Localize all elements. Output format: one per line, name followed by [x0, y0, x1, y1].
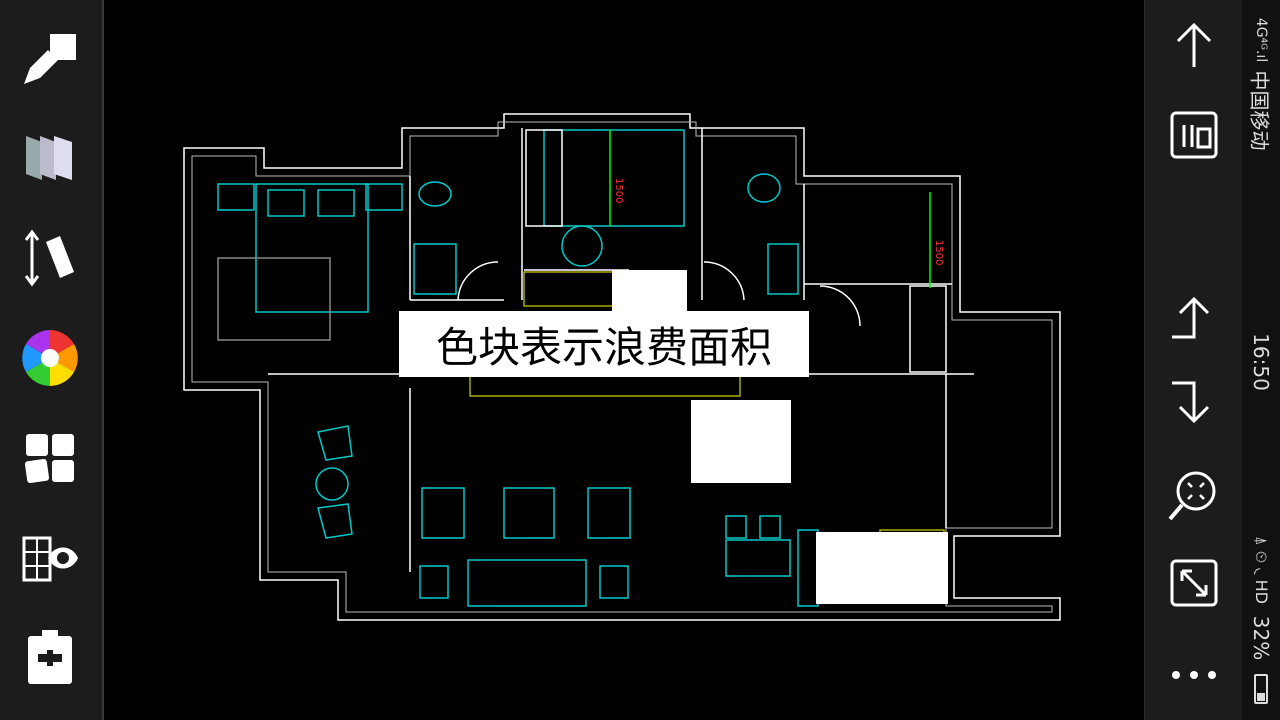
- clock: 16:50: [1249, 333, 1273, 391]
- dimension-text-2: 1500: [933, 240, 944, 265]
- toolbox-icon[interactable]: [18, 626, 82, 690]
- blocks-icon[interactable]: [18, 426, 82, 490]
- status-bar: 4G⁴ᴳ.ıl 中国移动 16:50 ⍋ ⏲ ◟ HD 32%: [1242, 0, 1280, 720]
- draw-tool-icon[interactable]: [18, 26, 82, 90]
- waste-area-label: 色块表示浪费面积: [399, 311, 809, 377]
- grid-view-icon[interactable]: [18, 526, 82, 590]
- layout-panel-icon[interactable]: [1163, 104, 1225, 166]
- more-icon[interactable]: [1163, 644, 1225, 706]
- undo-icon[interactable]: [1163, 286, 1225, 348]
- battery-icon: [1254, 674, 1268, 704]
- color-wheel-icon[interactable]: [18, 326, 82, 390]
- waste-area-block-3: [816, 532, 948, 604]
- battery-percent: 32%: [1249, 615, 1273, 661]
- zoom-extents-icon[interactable]: [1163, 464, 1225, 526]
- left-toolbar: [0, 0, 104, 720]
- waste-area-block-2: [691, 400, 791, 483]
- measure-ruler-icon[interactable]: [18, 226, 82, 290]
- dimension-text-1: 1500: [613, 178, 624, 203]
- layers-icon[interactable]: [18, 126, 82, 190]
- redo-icon[interactable]: [1163, 372, 1225, 434]
- status-icons: ⍋ ⏲ ◟ HD: [1252, 536, 1271, 604]
- right-toolbar: [1144, 0, 1242, 720]
- fullscreen-icon[interactable]: [1163, 552, 1225, 614]
- carrier-name: 中国移动: [1247, 70, 1272, 151]
- drawing-canvas[interactable]: 1500 1500 色块表示浪费面积: [104, 0, 1144, 720]
- signal-indicator: 4G⁴ᴳ.ıl: [1253, 17, 1269, 63]
- arrow-up-icon[interactable]: [1163, 14, 1225, 76]
